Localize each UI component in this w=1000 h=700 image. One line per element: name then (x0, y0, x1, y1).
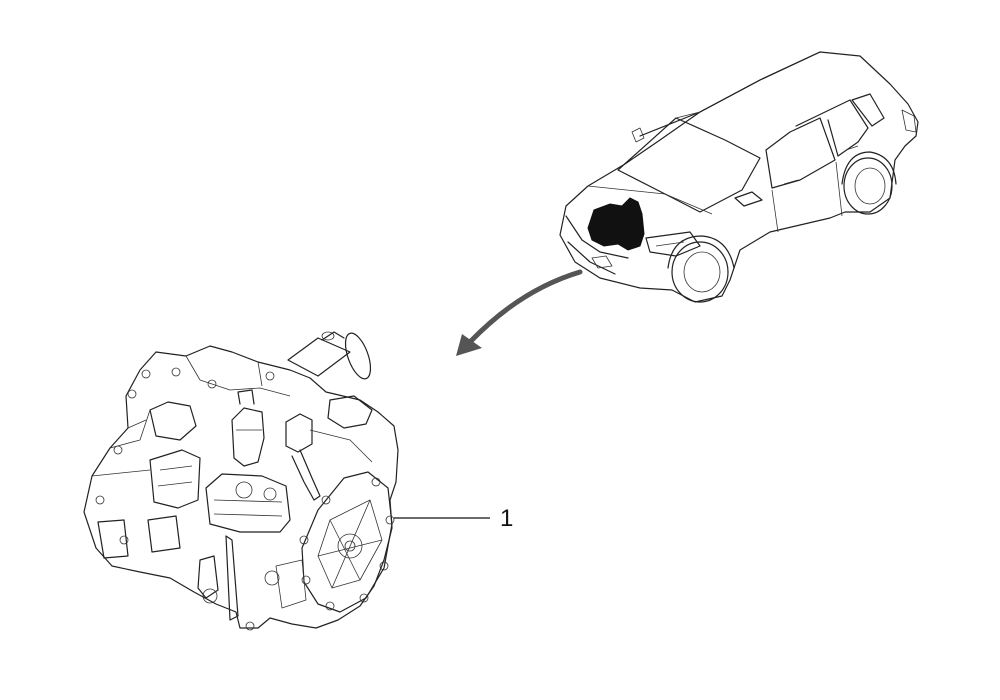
transaxle-location-highlight (587, 197, 645, 251)
callout-label: 1 (500, 505, 513, 532)
transaxle-illustration (83, 331, 399, 631)
callout-1: 1 (394, 505, 513, 532)
vehicle-illustration (559, 51, 919, 303)
location-arrow (456, 269, 583, 356)
